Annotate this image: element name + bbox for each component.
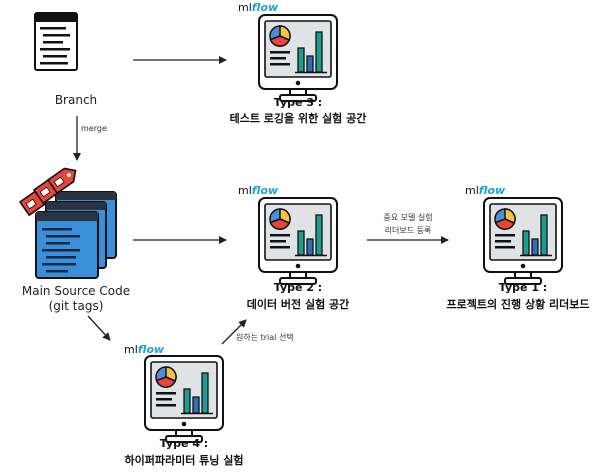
register-edge-label-line1: 중요 모델 실험 — [383, 213, 433, 222]
mlflow-logo: mlflow — [238, 1, 279, 14]
type2-title: Type 2 : — [273, 281, 323, 294]
main-source-label: Main Source Code — [21, 284, 131, 298]
type4-subtitle: 하이퍼파라미터 튜닝 실험 — [124, 454, 244, 467]
type1-subtitle: 프로젝트의 진행 상황 리더보드 — [446, 298, 590, 311]
git-tag-icon — [46, 167, 77, 195]
type3-dashboard-monitor-icon — [258, 14, 338, 102]
type3-subtitle: 테스트 로깅을 위한 실험 공간 — [229, 112, 367, 125]
type4-dashboard-monitor-icon — [144, 355, 224, 443]
type2-subtitle: 데이터 버전 실험 공간 — [246, 298, 350, 311]
register-edge-label-line2: 리더보드 등록 — [384, 226, 432, 235]
select-trial-edge-label: 원하는 trial 선택 — [236, 333, 294, 342]
main-source-sublabel: (git tags) — [48, 299, 104, 313]
type4-title: Type 4 : — [159, 437, 209, 450]
source-code-stack-icon — [18, 167, 117, 279]
arrow-main-to-type4 — [87, 315, 111, 341]
type2-dashboard-monitor-icon — [258, 197, 338, 285]
branch-label: Branch — [54, 93, 98, 107]
arrow-type4-to-type2 — [221, 319, 247, 345]
mlflow-logo: mlflow — [238, 184, 279, 197]
branch-document-icon — [34, 12, 78, 71]
mlflow-logo: mlflow — [465, 184, 506, 197]
type1-title: Type 1 : — [498, 281, 548, 294]
type3-title: Type 3 : — [273, 96, 323, 109]
mlflow-logo: mlflow — [124, 343, 165, 356]
type1-dashboard-monitor-icon — [483, 197, 563, 285]
merge-edge-label: merge — [81, 124, 107, 133]
